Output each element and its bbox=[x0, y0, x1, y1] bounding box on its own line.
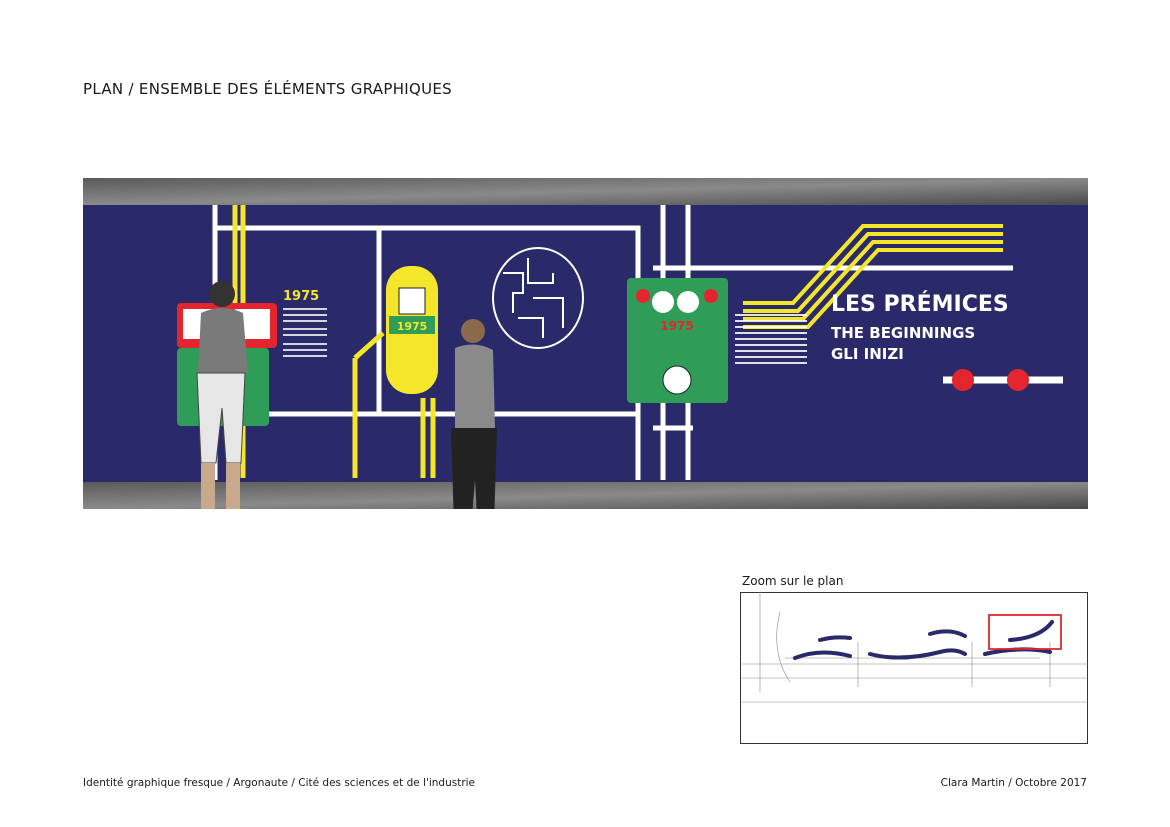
heading-en: THE BEGINNINGS bbox=[831, 324, 975, 342]
red-valve-1 bbox=[952, 369, 974, 391]
zoom-label: Zoom sur le plan bbox=[742, 574, 844, 588]
stone-band-bottom bbox=[83, 482, 1088, 509]
stone-band-top bbox=[83, 178, 1088, 205]
heading-fr: LES PRÉMICES bbox=[831, 291, 1009, 317]
page-title: PLAN / ENSEMBLE DES ÉLÉMENTS GRAPHIQUES bbox=[83, 80, 453, 98]
green-control-panel bbox=[627, 278, 728, 403]
circuit-drawing bbox=[492, 247, 584, 349]
red-valve-2 bbox=[1007, 369, 1029, 391]
heading-it: GLI INIZI bbox=[831, 345, 904, 363]
year-marker-left: 1975 bbox=[283, 289, 319, 304]
footer-project: Identité graphique fresque / Argonaute /… bbox=[83, 777, 476, 789]
footer-author-date: Clara Martin / Octobre 2017 bbox=[940, 777, 1087, 789]
capsule-year: 1975 bbox=[397, 320, 428, 333]
zoom-plan-diagram bbox=[740, 592, 1088, 744]
panel-year: 1975 bbox=[660, 319, 693, 333]
fresco-mockup: 1975 1975 1975 LES PRÉMICES THE BEGINNIN… bbox=[83, 178, 1088, 509]
zoom-highlight bbox=[988, 614, 1062, 650]
person-right bbox=[451, 319, 497, 509]
person-left bbox=[196, 281, 248, 509]
